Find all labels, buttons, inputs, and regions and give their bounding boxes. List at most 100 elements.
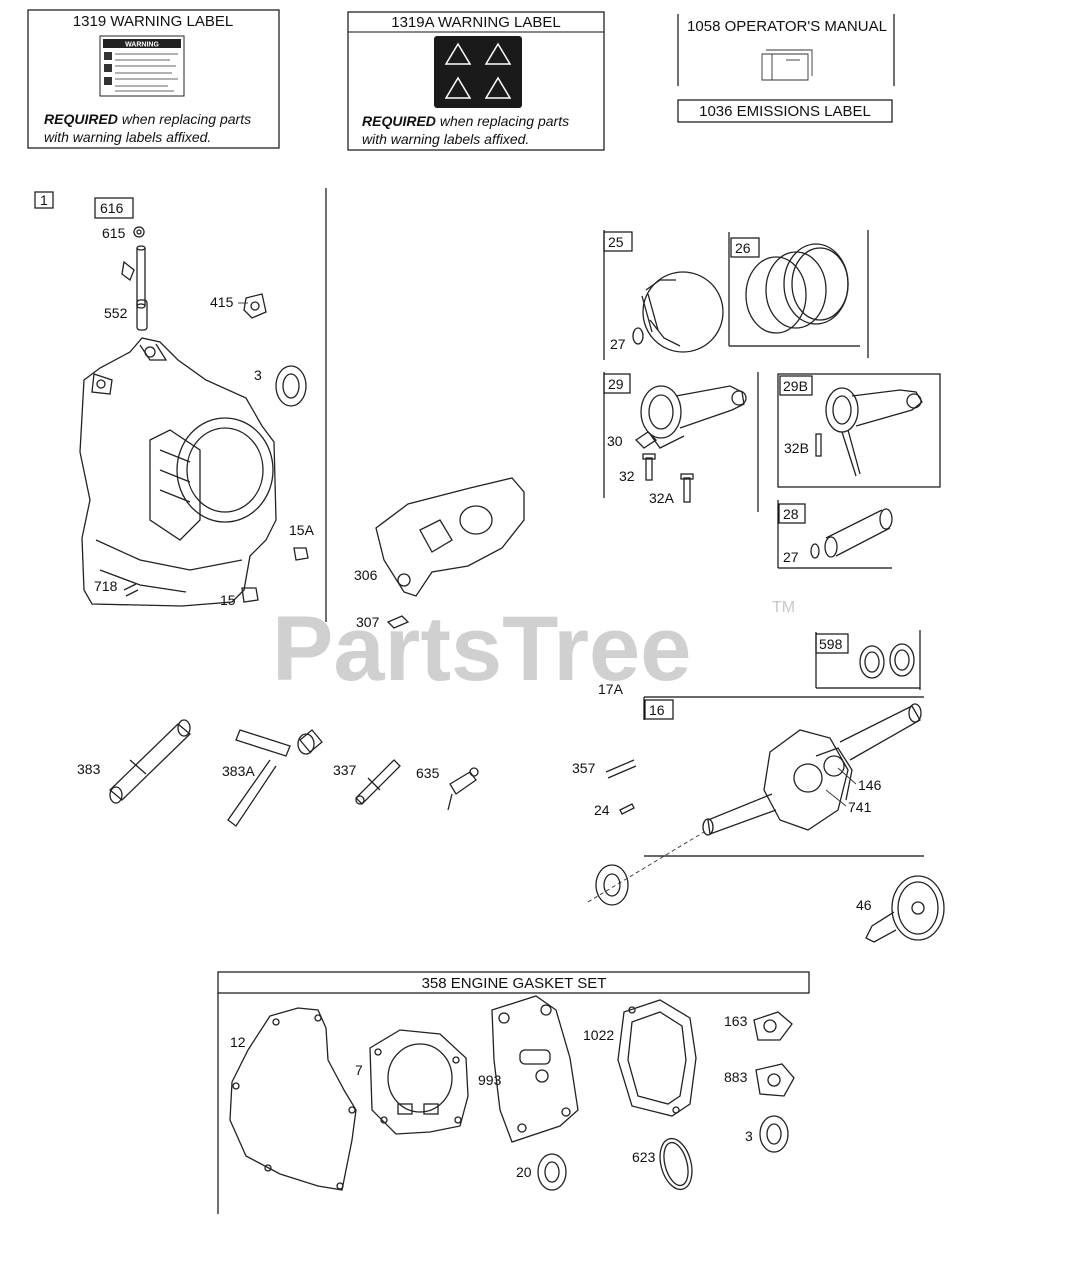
part-28-wrist-pin[interactable] [824,508,893,558]
callout-718: 718 [94,578,118,594]
warning-triangle-icons [444,42,512,99]
part-3-seal-b[interactable] [759,1115,789,1153]
part-615-nut[interactable] [133,226,145,238]
callout-306: 306 [354,567,378,583]
part-32A-bolt[interactable] [680,473,694,503]
part-3-seal[interactable] [275,365,307,407]
callout-46: 46 [856,897,872,913]
part-163-gasket[interactable] [753,1011,793,1041]
part-307-screw[interactable] [386,615,410,629]
part-20-seal[interactable] [537,1153,567,1191]
part-24-key[interactable] [619,803,635,815]
part-32B-bolt[interactable] [815,433,822,457]
part-383A-shaft-assembly[interactable] [227,729,323,827]
part-15-plug[interactable] [241,587,259,603]
part-623-o-ring[interactable] [655,1135,697,1193]
part-30-dipper[interactable] [634,431,658,449]
emissions-label-title: 1036 EMISSIONS LABEL [699,103,871,120]
required-bold-1319a: REQUIRED [362,113,436,129]
watermark-trademark: TM [772,599,795,616]
callout-30: 30 [607,433,623,449]
required-text-1319-line2: with warning labels affixed. [44,129,211,145]
part-616-stud[interactable] [121,245,146,309]
part-383-gear-shaft[interactable] [109,719,191,804]
emissions-label-1036[interactable]: 1036 EMISSIONS LABEL [677,99,893,123]
callout-337: 337 [333,762,357,778]
callout-box-29[interactable] [603,373,631,394]
part-crank-seal[interactable] [595,864,629,906]
engine-gasket-set-358[interactable]: 358 ENGINE GASKET SET [217,971,810,1214]
callout-415: 415 [210,294,234,310]
callout-box-26[interactable] [730,237,760,258]
part-26-ring-set[interactable] [745,243,849,334]
part-306-shield[interactable] [375,477,525,597]
warning-mini-title: WARNING [125,42,159,49]
manual-book-icon [761,49,813,81]
callout-26: 26 [735,240,751,256]
part-415-breather[interactable] [243,293,267,319]
callout-615: 615 [102,225,126,241]
callout-15A: 15A [289,522,315,538]
warning-icon-panel [434,36,522,108]
partstree-watermark: PartsTree [272,598,691,700]
part-7-head-gasket[interactable] [369,1029,469,1135]
warning-label-1319a-title: 1319A WARNING LABEL [391,14,561,31]
callout-box-16[interactable] [644,699,674,720]
part-12-crankcase-gasket[interactable] [229,1007,357,1191]
callout-28: 28 [783,506,799,522]
callout-163: 163 [724,1013,748,1029]
part-552-dowel[interactable] [136,299,148,331]
part-16-crankshaft[interactable] [702,703,922,836]
callout-357: 357 [572,760,596,776]
part-15A-plug[interactable] [293,547,309,561]
part-1-cylinder-block[interactable] [79,337,277,607]
callout-32: 32 [619,468,635,484]
callout-598: 598 [819,636,843,652]
warning-label-1319-title: 1319 WARNING LABEL [73,13,233,30]
callout-616: 616 [100,200,124,216]
part-25-piston[interactable] [641,271,724,353]
part-27-clip-b[interactable] [810,543,820,559]
part-635-fitting[interactable] [447,767,479,811]
required-bold-1319: REQUIRED [44,111,118,127]
part-718-pin[interactable] [123,583,139,597]
part-32-bolt[interactable] [642,453,656,481]
part-993-gasket[interactable] [491,995,579,1143]
part-598-seals[interactable] [859,643,915,679]
callout-993: 993 [478,1072,502,1088]
callout-box-28[interactable] [778,503,806,524]
callout-307: 307 [356,614,380,630]
required-text-1319-line1: when replacing parts [122,111,251,127]
callout-box-29B[interactable] [779,375,813,396]
callout-29: 29 [608,376,624,392]
callout-146: 146 [858,777,882,793]
callout-box-1[interactable] [34,191,54,209]
part-46-camshaft[interactable] [865,875,945,943]
part-27-clip-a[interactable] [632,327,644,345]
callout-1022: 1022 [583,1027,614,1043]
callout-16: 16 [649,702,665,718]
part-1022-valve-cover-gasket[interactable] [617,999,697,1117]
part-357-key[interactable] [605,759,637,779]
part-883-gasket[interactable] [755,1063,795,1097]
part-337-spark-plug[interactable] [355,759,401,805]
operators-manual-title: 1058 OPERATOR'S MANUAL [687,18,887,35]
part-29-connecting-rod[interactable] [640,385,747,449]
required-text-1319a-line2: with warning labels affixed. [362,131,529,147]
callout-3-b: 3 [745,1128,753,1144]
operators-manual-1058[interactable]: 1058 OPERATOR'S MANUAL [677,14,895,86]
part-29B-connecting-rod[interactable] [825,387,923,477]
callout-box-25[interactable] [603,231,633,252]
required-text-1319a-line1: when replacing parts [440,113,569,129]
callout-623: 623 [632,1149,656,1165]
callout-552: 552 [104,305,128,321]
callout-635: 635 [416,765,440,781]
callout-box-616[interactable] [94,197,134,219]
callout-15: 15 [220,592,236,608]
callout-box-598[interactable] [815,633,849,654]
